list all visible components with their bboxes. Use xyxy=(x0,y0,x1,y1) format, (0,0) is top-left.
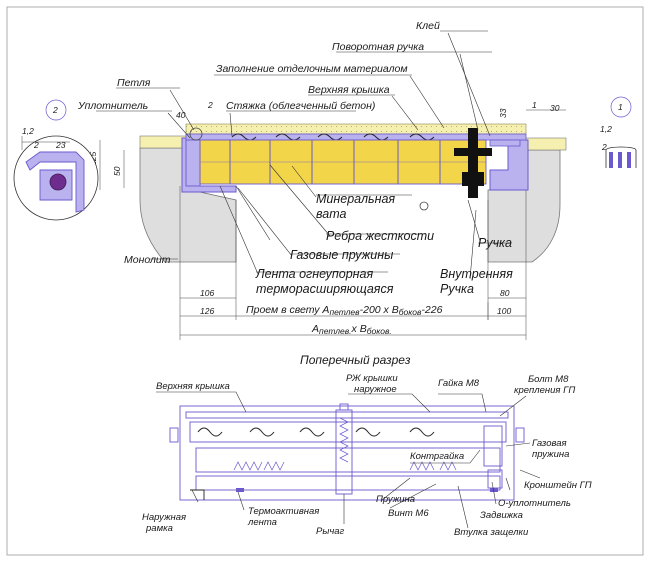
label-cs-gas-spring-2: пружина xyxy=(532,449,569,460)
label-cs-bracket: Кронштейн ГП xyxy=(524,480,592,491)
label-cs-lever: Рычаг xyxy=(316,526,345,537)
label-ribs: Ребра жесткости xyxy=(326,229,434,243)
label-top-cover: Верхняя крышка xyxy=(308,84,390,96)
label-cs-rzh-1: РЖ крышки xyxy=(346,373,398,384)
label-seal: Уплотнитель xyxy=(77,100,148,112)
top-leaders xyxy=(96,30,512,280)
label-finish-fill: Заполнение отделочным материалом xyxy=(216,63,408,75)
label-gas-springs: Газовые пружины xyxy=(290,248,393,262)
dim-total: Aпетлев.x Bбоков. xyxy=(311,323,392,336)
label-monolith: Монолит xyxy=(124,254,171,266)
label-cs-thermo-tape-1: Термоактивная xyxy=(248,506,319,517)
detail-callout-left: 2 1,2 2 23 xyxy=(13,99,99,221)
dim-106: 106 xyxy=(200,288,214,298)
cross-leaders xyxy=(156,391,541,529)
dim-33: 33 xyxy=(498,108,508,118)
svg-text:1: 1 xyxy=(618,102,623,112)
label-cs-outer-frame-2: рамка xyxy=(145,523,173,534)
lid-finish-dots xyxy=(186,124,526,134)
label-cs-outer-frame-1: Наружная xyxy=(142,512,186,523)
label-cs-o-seal: О-уплотнитель xyxy=(498,498,571,509)
label-hinge: Петля xyxy=(117,77,151,89)
dim-80: 80 xyxy=(500,288,510,298)
label-cs-nut: Гайка М8 xyxy=(438,378,480,389)
label-cs-spring: Пружина xyxy=(376,494,415,505)
svg-text:1,2: 1,2 xyxy=(22,126,34,136)
stiffening-ribs xyxy=(200,140,486,184)
svg-text:2: 2 xyxy=(33,140,39,150)
label-handle: Ручка xyxy=(478,236,512,250)
frame-right xyxy=(489,139,529,191)
svg-text:2: 2 xyxy=(52,105,58,115)
hinge-pin xyxy=(189,127,203,141)
monolith-left xyxy=(139,147,237,263)
label-cs-top-cover: Верхняя крышка xyxy=(156,381,230,392)
label-cs-bolt-1: Болт М8 xyxy=(528,374,569,385)
label-cs-latch: Задвижка xyxy=(480,510,523,521)
label-cs-bolt-2: крепления ГП xyxy=(514,385,575,396)
dim-1: 1 xyxy=(532,100,537,110)
sheet-border xyxy=(6,6,644,556)
dim-40: 40 xyxy=(176,110,186,120)
dim-126: 126 xyxy=(200,306,214,316)
rotary-handle-assembly xyxy=(454,128,521,198)
label-glue: Клей xyxy=(416,20,440,32)
label-cs-gas-spring-1: Газовая xyxy=(532,438,567,449)
detail-callout-right: 1 1,2 2 xyxy=(600,96,637,168)
handle-ring xyxy=(419,201,429,211)
hatch-section-view xyxy=(139,123,567,263)
svg-text:2: 2 xyxy=(601,142,607,152)
floor-left xyxy=(139,135,189,149)
label-inner-handle-2: Ручка xyxy=(440,282,474,296)
dim-30: 30 xyxy=(550,103,560,113)
label-cs-latch-sleeve: Втулка защелки xyxy=(454,527,529,538)
cross-section-title: Поперечный разрез xyxy=(300,353,411,367)
label-screed: Стяжка (облегченный бетон) xyxy=(226,100,375,112)
label-mineral-wool-2: вата xyxy=(316,207,346,221)
label-cs-rzh-2: наружное xyxy=(354,384,397,395)
lid-wave-ribs xyxy=(231,133,435,141)
label-fire-tape-2: терморасширяющаяся xyxy=(256,282,394,296)
dim-100: 100 xyxy=(497,306,511,316)
label-cs-thermo-tape-2: лента xyxy=(247,517,277,528)
label-mineral-wool-1: Минеральная xyxy=(316,192,395,206)
label-inner-handle-1: Внутренняя xyxy=(440,267,513,281)
label-cs-screw: Винт М6 xyxy=(388,508,429,519)
label-fire-tape-1: Лента огнеупорная xyxy=(255,267,373,281)
dim-2-top: 2 xyxy=(207,100,213,110)
svg-text:23: 23 xyxy=(55,140,66,150)
gas-spring xyxy=(235,185,271,241)
label-cs-lock-nut: Контргайка xyxy=(410,451,464,462)
dim-opening: Проем в свету Aпетлев-200 x Bбоков-226 xyxy=(246,304,443,317)
cross-section-view xyxy=(169,403,525,501)
svg-text:1,2: 1,2 xyxy=(600,124,612,134)
dimension-chain xyxy=(179,186,527,340)
hinge-block xyxy=(185,139,201,187)
label-rotary-handle: Поворотная ручка xyxy=(332,41,424,53)
dim-50: 50 xyxy=(112,166,122,176)
